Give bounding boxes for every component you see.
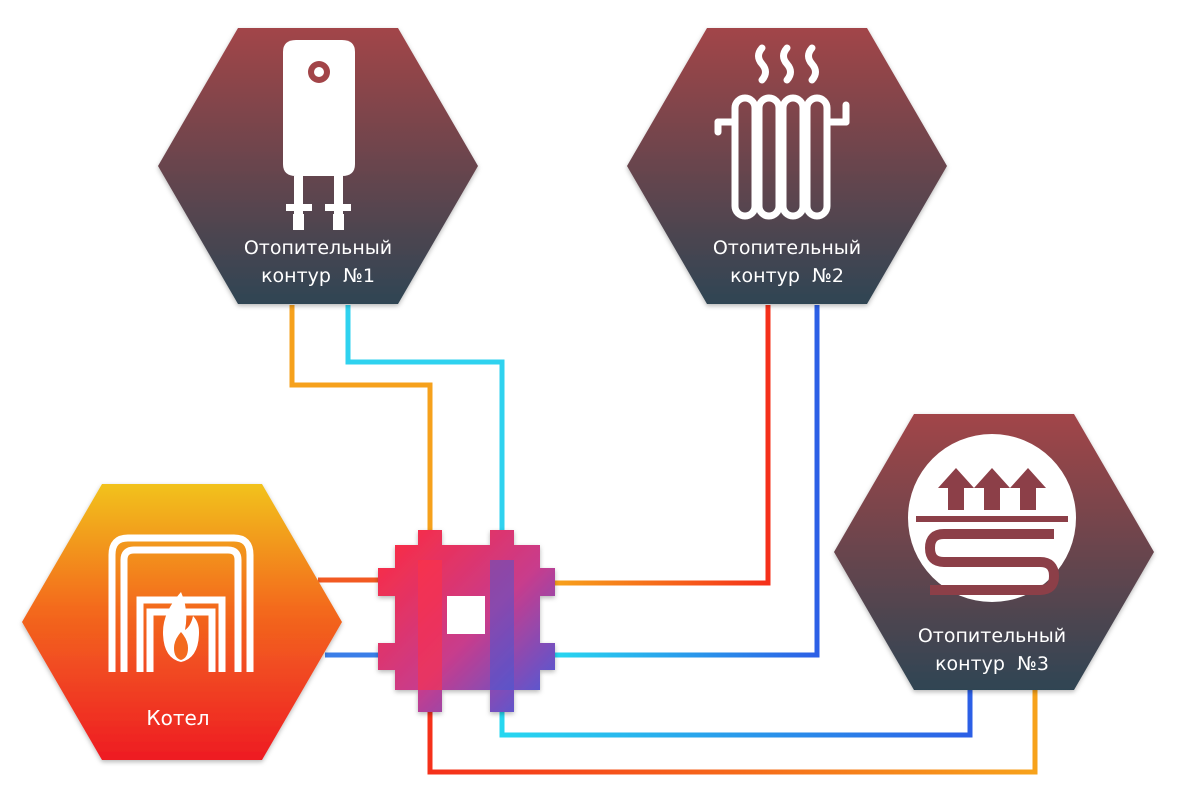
manifold-window [447, 596, 485, 634]
water-heater-icon [283, 40, 355, 230]
circuit2-label-line1: Отопительный [713, 237, 861, 259]
circuit1-label-line1: Отопительный [244, 237, 392, 259]
circuit3-label-line2: контур №3 [935, 653, 1049, 675]
floor-heating-icon [908, 434, 1076, 602]
manifold-left-bar [418, 560, 442, 690]
pipe-circuit1-return [345, 305, 505, 545]
circuit2-hexagon [627, 28, 947, 304]
circuit2-node[interactable]: Отопительный контур №2 [627, 28, 947, 304]
circuit1-node[interactable]: Отопительный контур №1 [158, 28, 478, 304]
pipe-circuit3-return [499, 690, 973, 738]
boiler-label: Котел [146, 706, 209, 730]
circuit1-label-line2: контур №1 [261, 265, 375, 287]
pipes [289, 305, 1038, 775]
radiator-icon [714, 44, 850, 220]
pipe-circuit3-supply [427, 690, 1038, 775]
pipe-circuit2-return [555, 305, 820, 658]
circuit3-label-line1: Отопительный [918, 625, 1066, 647]
manifold-right-bar [490, 560, 514, 690]
hydraulic-manifold [378, 530, 555, 712]
boiler-flame-icon [108, 534, 254, 672]
circuit2-label-line2: контур №2 [730, 265, 844, 287]
pipe-circuit1-supply [289, 305, 433, 545]
pipe-circuit2-supply [555, 305, 771, 586]
boiler-node[interactable]: Котел [22, 484, 342, 760]
circuit3-node[interactable]: Отопительный контур №3 [834, 414, 1154, 690]
